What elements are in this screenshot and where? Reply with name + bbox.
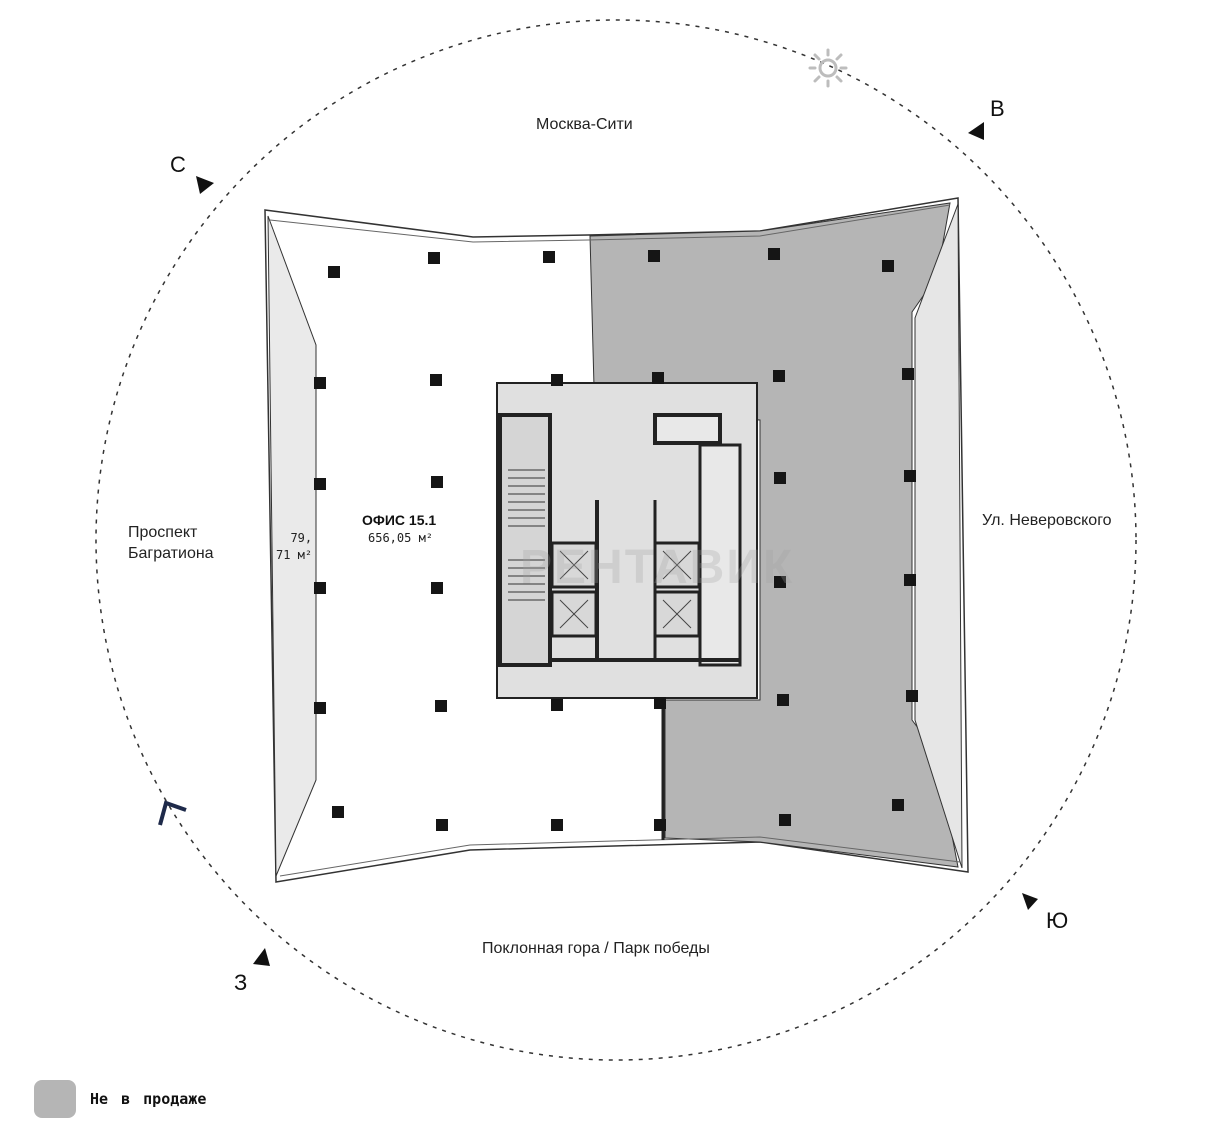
side-room-area-line1: 79, [290, 531, 313, 545]
column [435, 700, 447, 712]
side-room-area-line2: 71 м² [276, 548, 313, 562]
watermark: РЕНТАВИК [520, 541, 795, 594]
legend: Не в продаже [34, 1080, 206, 1118]
street-right-label: Ул. Неверовского [982, 512, 1112, 529]
column [777, 694, 789, 706]
column [774, 576, 786, 588]
compass-east-label: В [990, 96, 1005, 121]
column [906, 690, 918, 702]
column [314, 377, 326, 389]
column [892, 799, 904, 811]
side-room-left [267, 215, 317, 877]
column [328, 266, 340, 278]
column [904, 470, 916, 482]
column [430, 374, 442, 386]
office-area: 656,05 м² [368, 531, 434, 545]
legend-label: Не в продаже [90, 1090, 207, 1108]
column [654, 819, 666, 831]
corner-marker-icon [158, 800, 187, 826]
office-title[interactable]: ОФИС 15.1 [362, 512, 437, 528]
column [551, 699, 563, 711]
street-left-label-1: Проспект [128, 524, 198, 541]
column [428, 252, 440, 264]
east-arrow-icon [968, 122, 984, 140]
column [551, 374, 563, 386]
compass-south-label: Ю [1046, 908, 1069, 933]
column [779, 814, 791, 826]
column [431, 582, 443, 594]
column [652, 372, 664, 384]
south-arrow-icon [1022, 893, 1038, 910]
column [543, 251, 555, 263]
column [768, 248, 780, 260]
street-top-label: Москва-Сити [536, 116, 633, 133]
column [551, 819, 563, 831]
sun-icon [808, 48, 848, 88]
column [436, 819, 448, 831]
column [774, 472, 786, 484]
side-room-area: 79, 71 м² [276, 530, 312, 564]
building-core [496, 382, 758, 699]
side-room-right [914, 203, 963, 869]
column [902, 368, 914, 380]
compass-west-label: З [234, 970, 248, 995]
column [648, 250, 660, 262]
column [904, 574, 916, 586]
compass-circle [95, 19, 1137, 1061]
column [314, 702, 326, 714]
column [882, 260, 894, 272]
west-arrow-icon [253, 948, 270, 966]
legend-swatch [34, 1080, 76, 1118]
column [314, 582, 326, 594]
column [773, 370, 785, 382]
street-bottom-label: Поклонная гора / Парк победы [482, 940, 710, 957]
compass-north-label: С [170, 152, 186, 177]
column [332, 806, 344, 818]
columns [314, 248, 918, 831]
column [431, 476, 443, 488]
north-arrow-icon [196, 176, 214, 194]
street-left-label-2: Багратиона [128, 545, 214, 562]
column [654, 697, 666, 709]
column [314, 478, 326, 490]
